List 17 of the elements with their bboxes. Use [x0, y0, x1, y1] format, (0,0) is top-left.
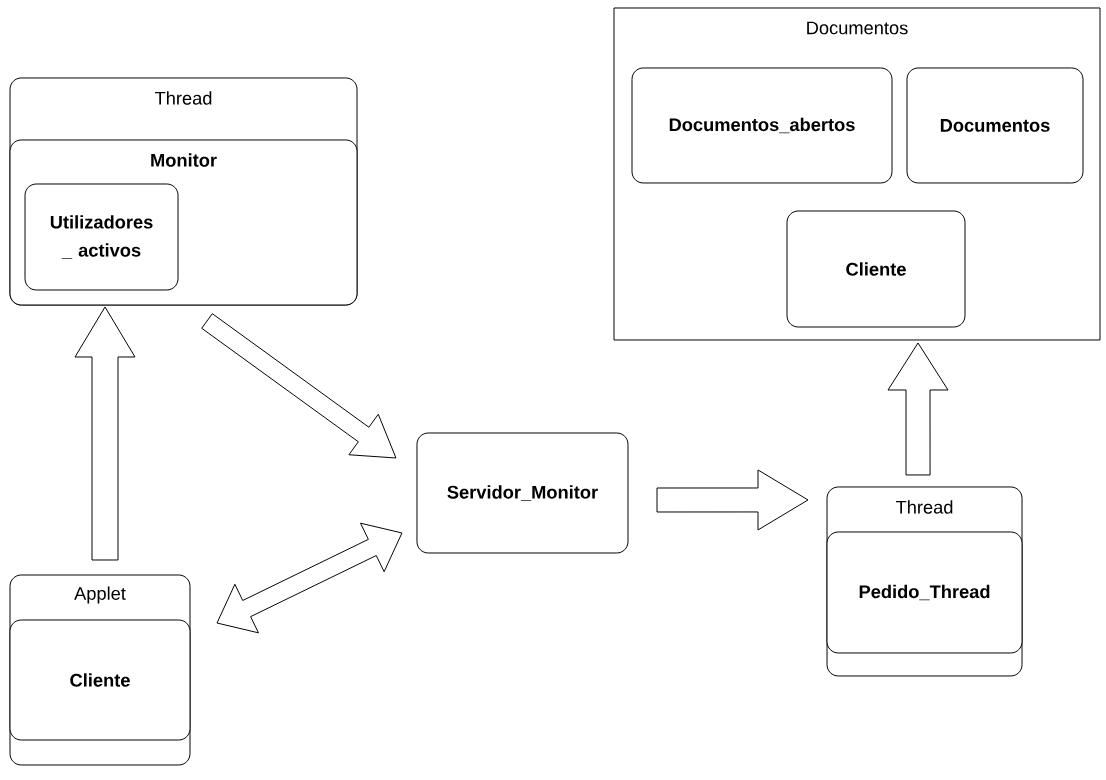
box-title: Thread [896, 500, 953, 514]
box-title: Utilizadores _ activos [50, 215, 153, 259]
box-title: Pedido_Thread [859, 584, 990, 601]
block-arrow [887, 342, 949, 476]
box-title: Thread [155, 91, 212, 105]
block-arrow [216, 522, 403, 634]
block-arrow [74, 306, 136, 561]
block-arrow [656, 469, 809, 531]
block-arrow [201, 313, 397, 459]
box-title: Documentos [940, 119, 1050, 132]
box-title: Documentos [807, 21, 908, 35]
box-title: Servidor_Monitor [447, 485, 598, 501]
box-title: Documentos_abertos [669, 117, 855, 134]
box-title: Applet [74, 586, 126, 604]
box-title: Cliente [70, 673, 130, 687]
box-title: Cliente [846, 262, 906, 276]
box-title: Monitor [151, 153, 217, 167]
